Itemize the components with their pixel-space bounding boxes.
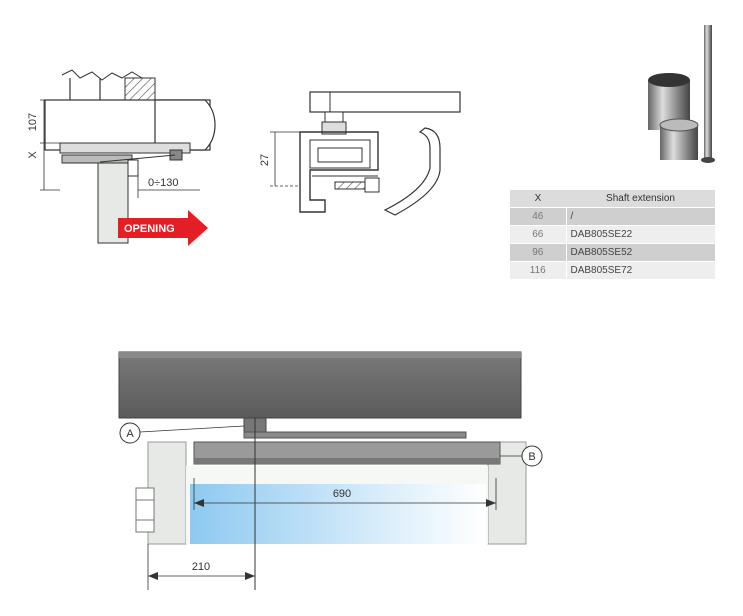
- door-elevation: A B 690 210: [118, 351, 543, 590]
- header-x: X: [510, 190, 566, 208]
- callout-a: [119, 422, 141, 444]
- dim-x-label: X: [27, 151, 39, 159]
- cell-x: 46: [510, 207, 567, 226]
- cell-extension: DAB805SE52: [566, 243, 715, 262]
- table-row: 66 DAB805SE22: [510, 225, 715, 244]
- cell-x: 96: [510, 243, 567, 262]
- dim-range-label: 0÷130: [148, 177, 179, 189]
- callout-b-label: B: [528, 451, 535, 463]
- profile-section: 27: [259, 91, 461, 216]
- cell-extension: DAB805SE72: [566, 261, 715, 280]
- table-header-row: X Shaft extension: [510, 190, 715, 208]
- callout-a-label: A: [126, 428, 134, 440]
- shaft-extension-image: [648, 25, 715, 163]
- dim-107-label: 107: [27, 113, 39, 131]
- dim-210-label: 210: [192, 561, 210, 573]
- callout-b: [521, 445, 543, 467]
- door-closer-body: [118, 351, 522, 419]
- dim-27-label: 27: [259, 154, 271, 166]
- cell-x: 66: [510, 225, 567, 244]
- dim-690-label: 690: [333, 488, 351, 500]
- cell-extension: DAB805SE22: [566, 225, 715, 244]
- shaft-extension-table-wrap: X Shaft extension 46 / 66 DAB805SE22 96 …: [510, 190, 715, 280]
- table-row: 46 /: [510, 207, 715, 226]
- section-view-top-left: 107 X 0÷130 OPENING: [27, 69, 216, 246]
- opening-arrow: [118, 210, 208, 246]
- table-row: 96 DAB805SE52: [510, 243, 715, 262]
- opening-label: OPENING: [124, 223, 175, 235]
- header-shaft-extension: Shaft extension: [566, 190, 715, 208]
- table-row: 116 DAB805SE72: [510, 261, 715, 280]
- cell-x: 116: [510, 261, 567, 280]
- cell-extension: /: [566, 207, 715, 226]
- shaft-extension-table: X Shaft extension 46 / 66 DAB805SE22 96 …: [510, 190, 715, 280]
